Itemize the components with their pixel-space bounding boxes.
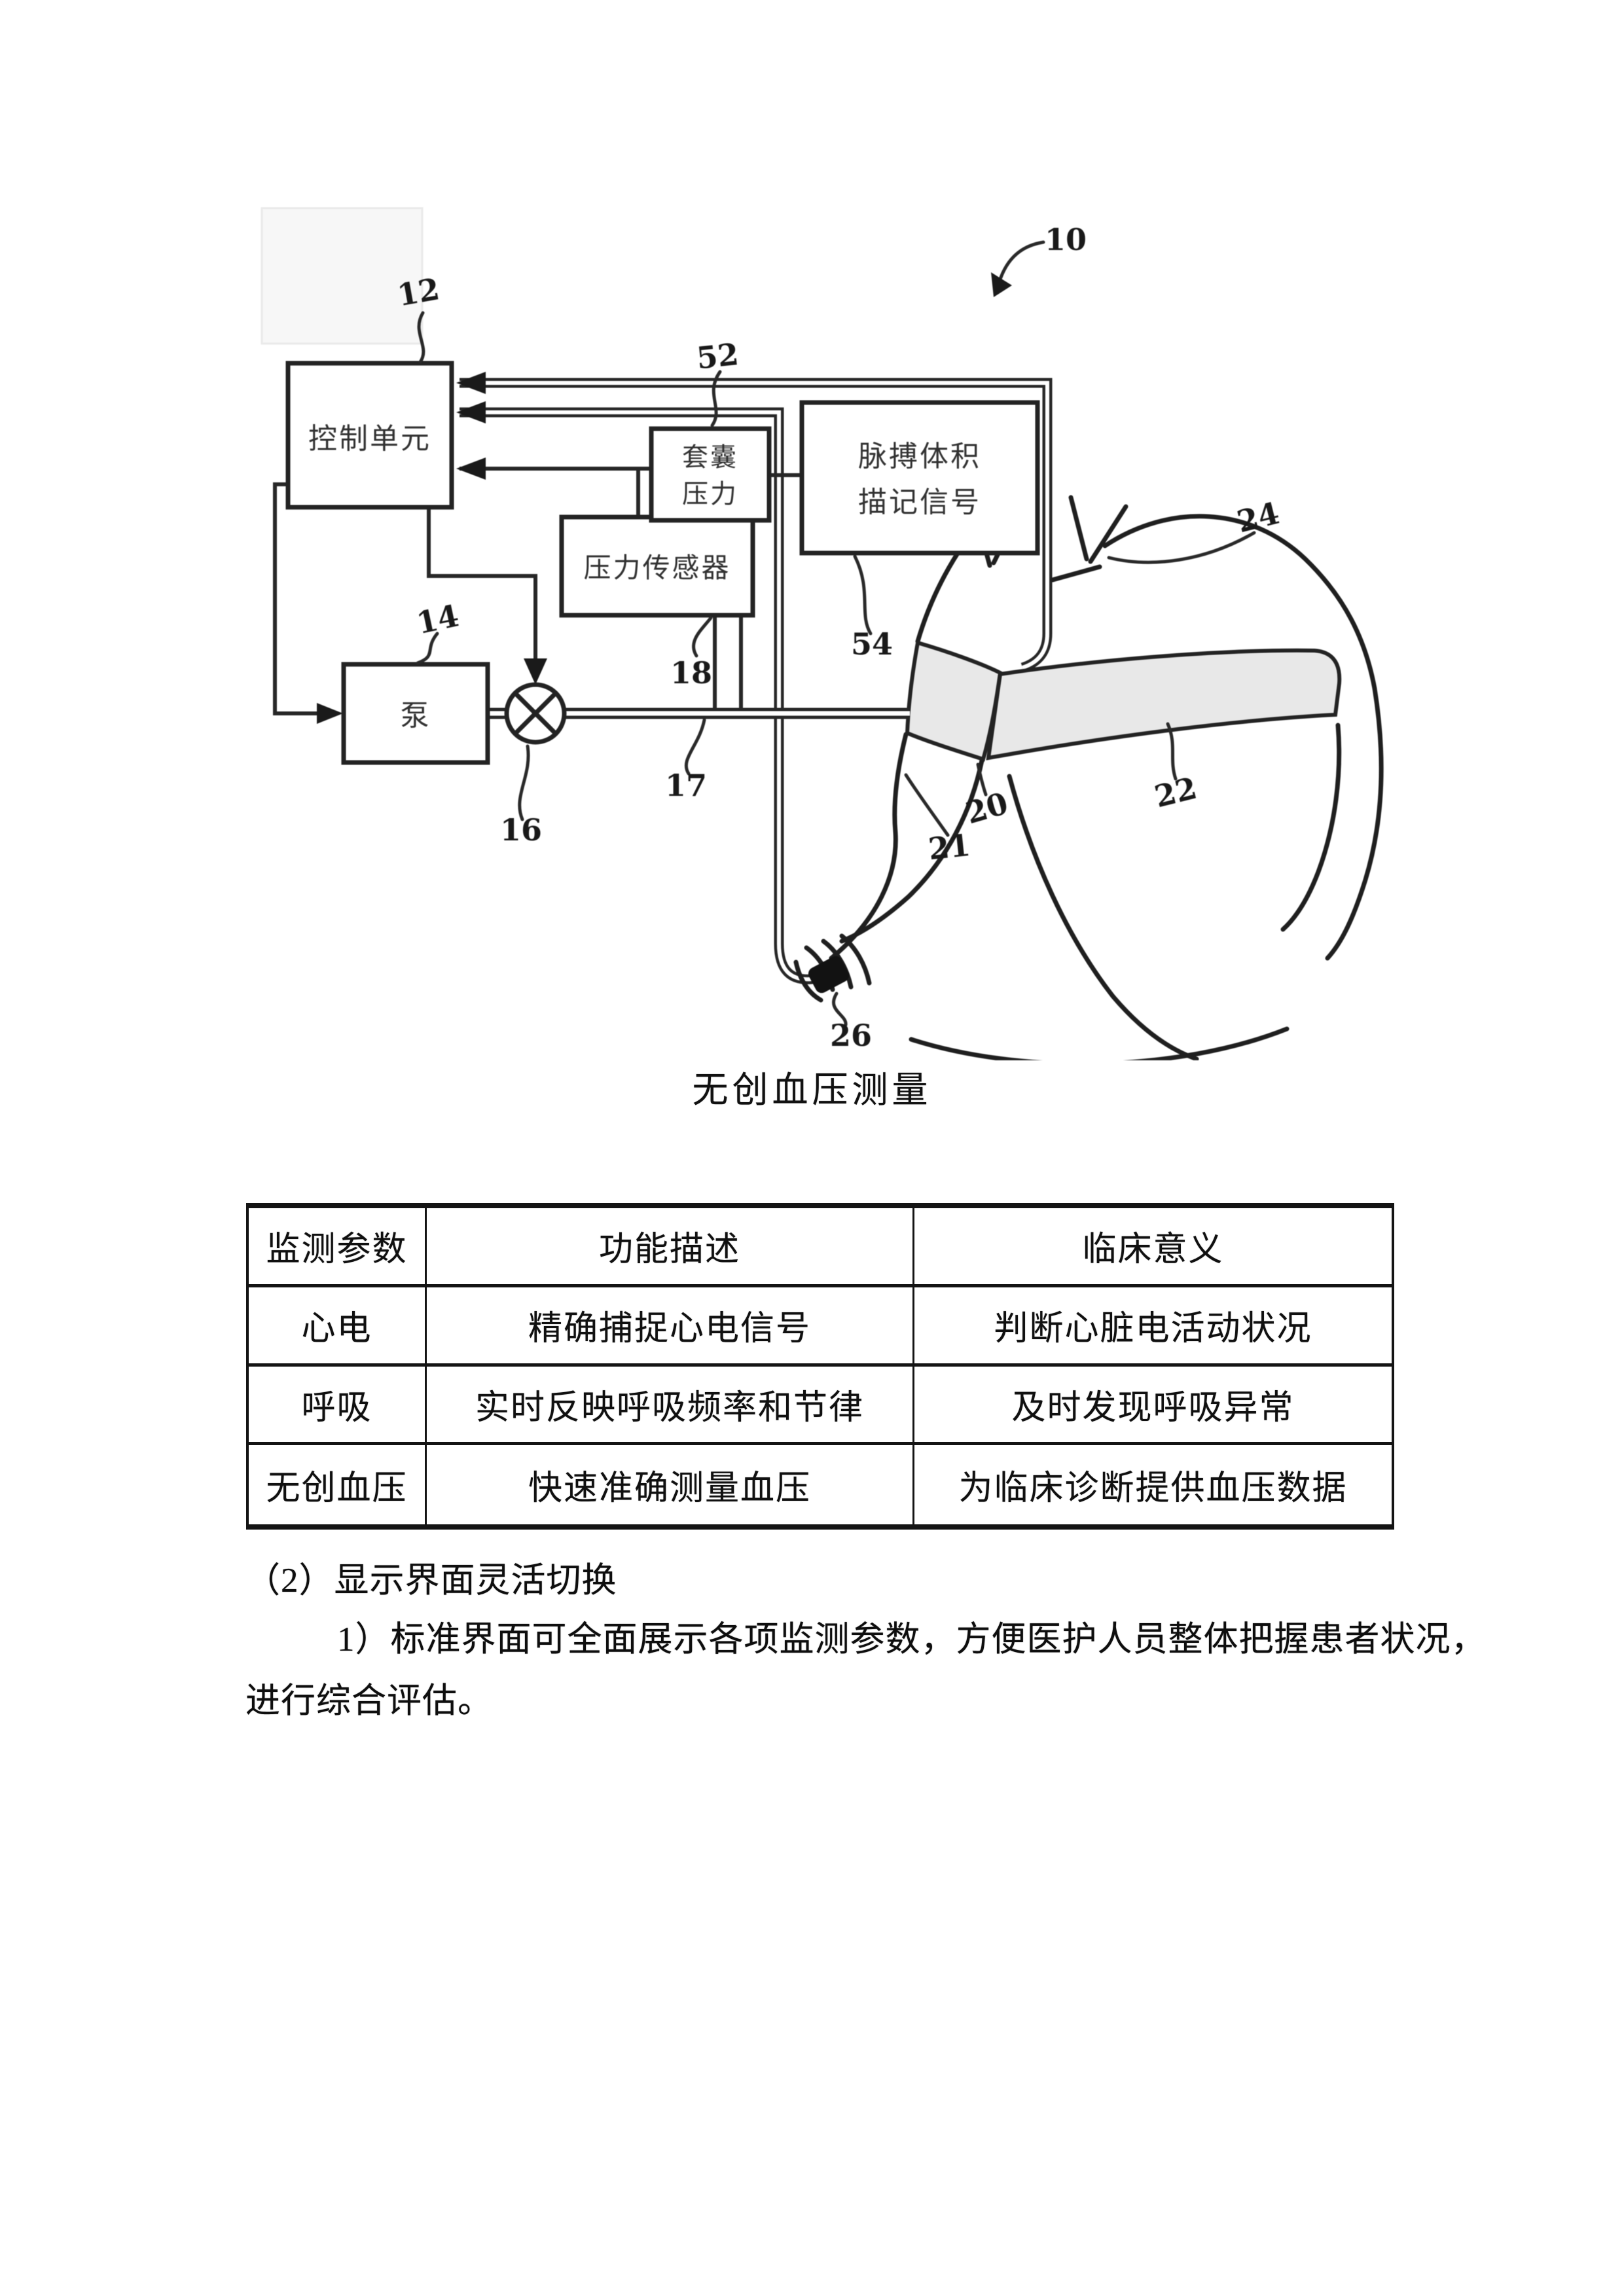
tube-to-cuff: [460, 378, 1053, 673]
table-header-clinical: 临床意义: [914, 1208, 1392, 1287]
arrowhead-icon: [991, 272, 1012, 297]
leader-26: [832, 992, 848, 1027]
pressure-sensor-box: 压力传感器: [559, 514, 755, 618]
leader-21: [904, 773, 950, 837]
leader-14: [416, 632, 439, 665]
table-cell: 呼吸: [249, 1366, 427, 1446]
ref-21: 21: [927, 827, 972, 867]
table-cell: 为临床诊断提供血压数据: [958, 1470, 1348, 1508]
ref-14: 14: [414, 598, 462, 641]
cuff-pressure-label-line1: 套囊: [682, 442, 738, 472]
chest-strap-shape: [986, 648, 1342, 761]
leader-22: [1166, 722, 1178, 781]
leader-17: [684, 718, 706, 776]
table-cell: 实时反映呼吸频率和节律: [427, 1366, 914, 1446]
pleth-cable: [460, 407, 823, 984]
ref-17: 17: [665, 768, 707, 803]
ref-52: 52: [695, 336, 740, 376]
arrowhead-icon: [317, 703, 343, 724]
ref-16: 16: [500, 812, 542, 848]
control-to-pump-wire: [273, 482, 335, 715]
ref-18: 18: [670, 655, 712, 691]
paragraph-line: 1）标准界面可全面展示各项监测参数，方便医护人员整体把握患者状况，: [337, 1621, 1487, 1659]
table-header-function: 功能描述: [427, 1208, 914, 1287]
figure-caption: 无创血压测量: [692, 1070, 932, 1110]
pleth-signal-label-line1: 脉搏体积: [858, 440, 981, 473]
leader-24: [1107, 531, 1256, 564]
ref-26: 26: [830, 1018, 872, 1053]
table-cell: 心电: [249, 1287, 427, 1367]
section-heading: （2）显示界面灵活切换: [245, 1562, 617, 1600]
paragraph-line: 进行综合评估。: [245, 1682, 493, 1720]
table-cell: 快速准确测量血压: [427, 1445, 914, 1524]
pump-box: 泵: [341, 662, 490, 765]
leader-16: [518, 744, 530, 821]
arrowhead-icon: [456, 372, 486, 394]
cuff-pressure-label-line2: 压力: [682, 479, 738, 509]
leader-20: [976, 762, 988, 797]
leader-18: [692, 616, 713, 658]
scan-artifact-region: [261, 207, 424, 345]
ref-10: 10: [1045, 222, 1087, 257]
ref-22: 22: [1151, 770, 1200, 815]
table-cell: 判断心脏电活动状况: [914, 1287, 1392, 1367]
pleth-signal-label-line2: 描记信号: [858, 486, 981, 518]
ref-12: 12: [395, 271, 442, 313]
monitoring-parameter-table: 监测参数 功能描述 临床意义 心电 精确捕捉心电信号 判断心脏电活动状况 呼吸 …: [246, 1203, 1394, 1530]
cuff-pressure-box: 套囊 压力: [649, 426, 772, 523]
finger-sensor-clip: [808, 956, 850, 994]
nibp-system-diagram: 控制单元 泵 压力传感器 套囊 压力 脉搏体积 描记信号 10 12 52 54…: [261, 207, 1384, 1060]
pleth-signal-box: 脉搏体积 描记信号: [799, 400, 1040, 556]
ref-24: 24: [1234, 495, 1283, 540]
control-unit-label: 控制单元: [308, 423, 431, 455]
control-to-valve-wire: [427, 509, 537, 675]
arrowhead-icon: [456, 401, 486, 423]
table-cell: 及时发现呼吸异常: [914, 1367, 1392, 1446]
pump-label: 泵: [401, 700, 431, 732]
leader-54: [853, 554, 873, 636]
blood-pressure-cuff-shape: [905, 640, 1003, 762]
valve-symbol: [504, 682, 567, 745]
patient-outline: [793, 483, 1384, 1060]
table-cell: 无创血压: [249, 1445, 427, 1524]
table-cell: 精确捕捉心电信号: [427, 1287, 914, 1367]
arrowhead-icon: [524, 658, 547, 685]
leader-52: [710, 370, 722, 427]
table-header-parameter: 监测参数: [249, 1208, 427, 1287]
pressure-sensor-label: 压力传感器: [583, 554, 731, 584]
ref-20: 20: [962, 785, 1011, 831]
arrowhead-icon: [456, 457, 486, 480]
ref-54: 54: [851, 626, 893, 662]
control-unit-box: 控制单元: [285, 361, 454, 510]
leader-12: [417, 311, 425, 364]
